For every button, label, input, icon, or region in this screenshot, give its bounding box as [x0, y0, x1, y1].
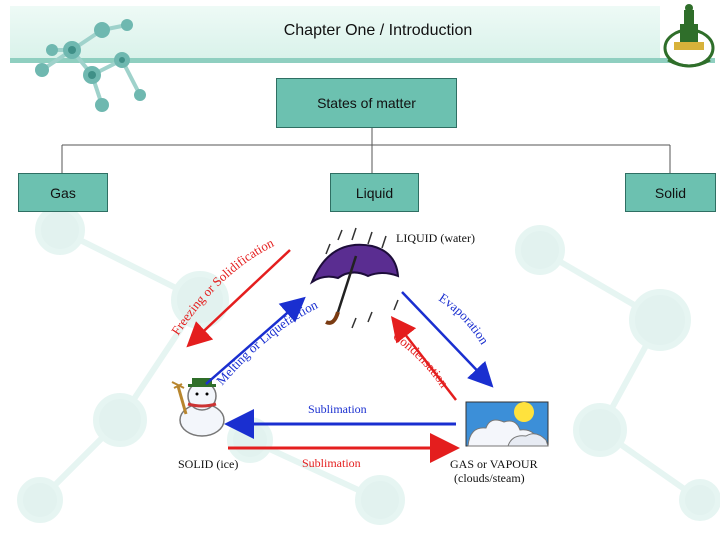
- liquid-water-label: LIQUID (water): [396, 231, 475, 245]
- svg-text:Melting or Liquefaction: Melting or Liquefaction: [213, 297, 320, 388]
- gas-vapour-sublabel: (clouds/steam): [454, 471, 525, 485]
- solid-ice-label: SOLID (ice): [178, 457, 238, 471]
- gas-vapour-label: GAS or VAPOUR: [450, 457, 538, 471]
- sublimation-top-label: Sublimation: [308, 402, 367, 416]
- sublimation-bottom-label: Sublimation: [302, 456, 361, 470]
- evaporation-label: Evaporation: [436, 290, 492, 347]
- header-divider: [10, 58, 715, 63]
- condensation-label: Condensation: [390, 328, 452, 391]
- svg-text:Freezing or Solidification: Freezing or Solidification: [168, 235, 276, 338]
- freezing-label: Freezing or Solidification: [168, 235, 276, 338]
- sun-cloud-icon: [465, 401, 549, 447]
- header-bar: [10, 6, 660, 60]
- melting-label: Melting or Liquefaction: [213, 297, 320, 388]
- solid-box: Solid: [625, 173, 716, 212]
- snowman-icon: [171, 378, 225, 437]
- university-logo-icon: [663, 4, 715, 68]
- molecule-icon: [35, 19, 146, 112]
- svg-text:Condensation: Condensation: [390, 328, 452, 391]
- page-title: Chapter One / Introduction: [283, 22, 473, 39]
- gas-box: Gas: [18, 173, 108, 212]
- liquid-box: Liquid: [330, 173, 419, 212]
- states-of-matter-box: States of matter: [276, 78, 457, 128]
- svg-text:Evaporation: Evaporation: [436, 290, 492, 347]
- umbrella-rain-icon: [309, 227, 400, 329]
